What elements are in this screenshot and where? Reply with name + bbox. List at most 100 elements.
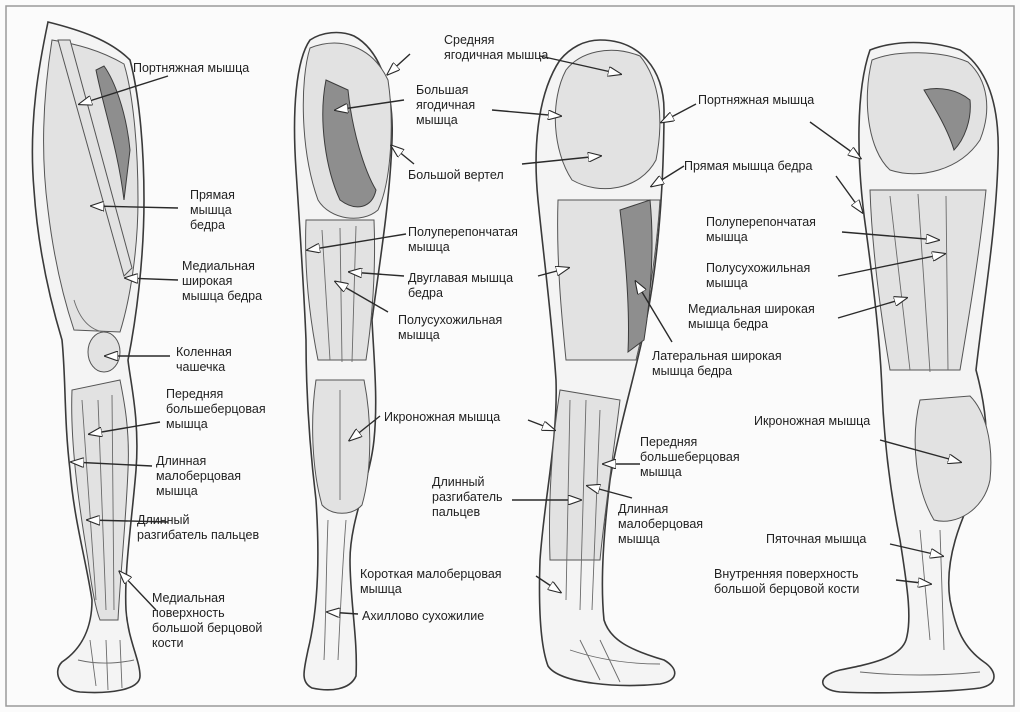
label-line: Большая [416,83,468,97]
label-line: пальцев [432,505,480,519]
label-line: ягодичная мышца [444,48,548,62]
leader-side-trochanter [521,156,600,165]
label-line: Длинная [156,454,206,468]
label-medial-sartorius: Портняжная мышца [698,93,814,107]
label-line: Короткая малоберцовая [360,567,502,581]
label-line: бедра [408,286,443,300]
label-line: большой берцовой [152,621,262,635]
lateral-gluteus-shape [554,49,661,190]
label-line: Длинный [137,513,190,527]
front-foot-lines [77,639,135,691]
figure-frame [5,5,1015,707]
label-line: Полусухожильная [398,313,502,327]
label-medial-rectus: Прямая мышца бедра [684,159,812,173]
leg-front-view [31,21,145,694]
label-line: мышца [416,113,458,127]
front-sartorius-band [57,39,133,277]
leader-lines [72,53,960,614]
label-medial-soleus: Пяточная мышца [766,532,866,546]
label-line: кости [152,636,184,650]
label-line: бедра [190,218,225,232]
leader-side-biceps [537,268,568,277]
label-line: Прямая мышца бедра [684,159,812,173]
label-line: Медиальная [152,591,225,605]
leader-side-vastus-lateralis [636,282,673,343]
medial-hip-shadow [923,87,971,151]
leader-back-semimembranosus [308,233,407,250]
label-line: Латеральная широкая [652,349,782,363]
label-line: Коленная [176,345,232,359]
label-line: мышца [706,276,748,290]
label-line: мышца бедра [688,317,768,331]
label-line: Портняжная мышца [133,61,249,75]
label-back-gastrocnemius: Икроножная мышца [384,410,500,424]
leader-front-rectus [92,206,179,208]
label-line: мышца [166,417,208,431]
label-medial-gastrocnemius: Икроножная мышца [754,414,870,428]
leader-side-rectus [652,165,685,186]
label-line: Передняя [166,387,223,401]
leader-front-peroneus [72,462,153,466]
label-line: мышца [706,230,748,244]
label-line: разгибатель [432,490,503,504]
leader-front-tibialis [90,421,161,434]
label-line: мышца бедра [652,364,732,378]
leader-side-gluteus-max [491,109,560,116]
medial-thigh-shape [869,189,987,371]
front-tendon-lines [73,299,115,611]
label-line: Внутренняя поверхность [714,567,859,581]
label-back-achilles: Ахиллово сухожилие [362,609,484,623]
leader-side-peroneus-brevis [535,575,560,592]
leader-side-sartorius [662,103,697,122]
leader-front-extensor [88,520,169,522]
leader-side-peroneus-longus [588,486,633,499]
label-line: Икроножная мышца [754,414,870,428]
label-line: Полусухожильная [706,261,810,275]
label-line: Полуперепончатая [408,225,518,239]
leader-medial-gastrocnemius [879,439,960,462]
label-line: мышца [618,532,660,546]
lateral-thigh-shadow [619,199,653,354]
label-line: мышца [190,203,232,217]
label-line: Портняжная мышца [698,93,814,107]
leader-back-gluteus-max [336,99,405,110]
label-line: ягодичная [416,98,475,112]
leader-medial-semimembranosus [841,231,938,240]
label-line: мышца [156,484,198,498]
leader-medial-vastus [837,298,906,319]
leader-front-sartorius [80,75,169,104]
label-front-sartorius: Портняжная мышца [133,61,249,75]
leader-front-tibia [120,572,157,611]
label-line: широкая [182,274,232,288]
lateral-foot-lines [569,639,661,683]
label-line: Длинная [618,502,668,516]
leader-back-gastrocnemius [350,415,381,440]
leader-back-biceps [350,272,405,276]
leader-side-gluteus-med [539,55,620,74]
leader-back-semitendinosus [336,282,389,313]
leader-back-trochanter [392,146,415,165]
leader-back-gluteus-med [388,53,411,74]
label-line: большеберцовая [166,402,266,416]
label-back-trochanter: Большой вертел [408,168,504,182]
leader-back-achilles [328,612,359,614]
label-line: мышца [360,582,402,596]
